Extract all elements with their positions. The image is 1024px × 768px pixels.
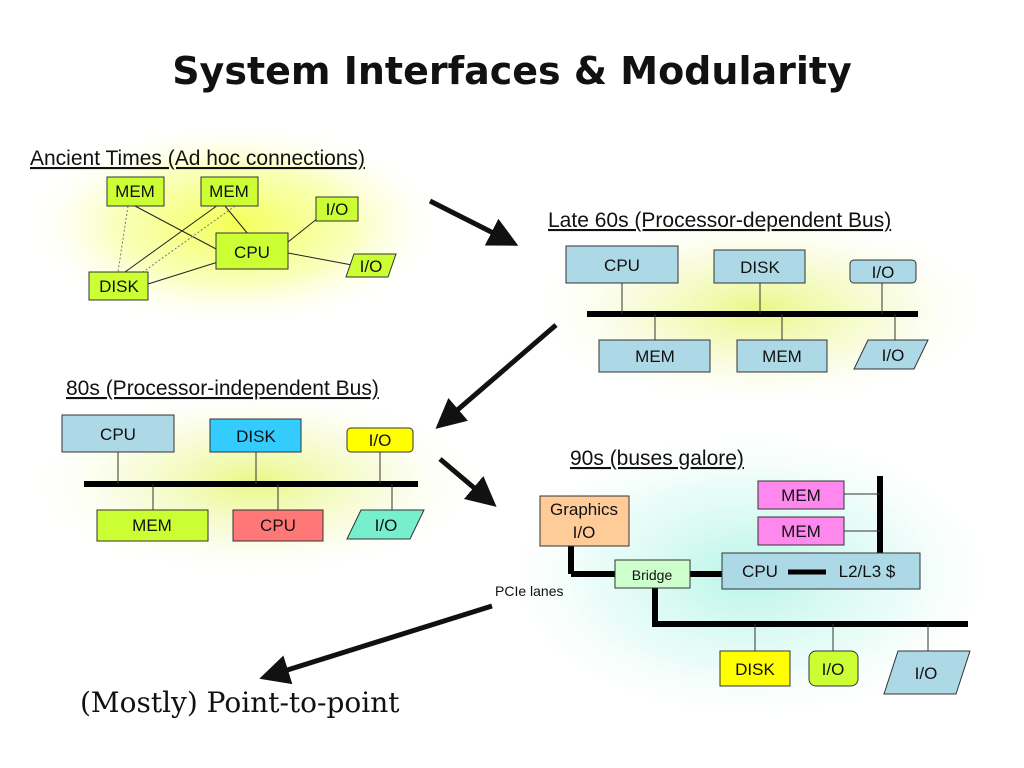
slide-title: System Interfaces & Modularity: [172, 49, 852, 93]
nineties-heading: 90s (buses galore): [570, 447, 744, 470]
eighties-disk-label: DISK: [236, 427, 276, 446]
late60s-diagram: CPU DISK I/O MEM MEM I/O: [565, 245, 929, 373]
link-mem1-disk: [117, 205, 129, 273]
nineties-mem2-box: [757, 516, 845, 546]
ancient-mem2-label: MEM: [209, 182, 249, 201]
late60s-heading: Late 60s (Processor-dependent Bus): [548, 209, 891, 232]
nineties-mem2-label: MEM: [781, 522, 821, 541]
link-mem2-disk: [124, 204, 219, 273]
link-mem1-cpu: [134, 205, 219, 251]
arrow-eighties-to-nineties: [438, 457, 497, 507]
eighties-diagram: CPU DISK I/O MEM CPU I/O: [61, 414, 425, 542]
eighties-disk-box: [209, 418, 302, 453]
point-to-point-caption: (Mostly) Point-to-point: [80, 686, 400, 719]
ancient-diagram: MEM MEM I/O CPU I/O DISK: [88, 176, 397, 301]
link-mem2-disk-dotted: [142, 205, 236, 273]
late60s-io-bottom-box: [853, 339, 929, 370]
late60s-disk-box: [713, 249, 806, 284]
late60s-cpu-label: CPU: [604, 256, 640, 275]
late60s-cpu-box: [565, 245, 679, 284]
ancient-disk-box: [88, 271, 149, 301]
late60s-mem1-label: MEM: [635, 347, 675, 366]
nineties-cpu-label: CPU: [742, 562, 778, 581]
ancient-cpu-label: CPU: [234, 243, 270, 262]
link-cpu-io2: [287, 252, 353, 266]
late60s-mem2-box: [736, 339, 828, 373]
eighties-io-bottom-label: I/O: [375, 516, 398, 535]
nineties-bridge-label: Bridge: [632, 567, 673, 583]
nineties-io2-box: [883, 650, 971, 695]
eighties-heading: 80s (Processor-independent Bus): [66, 377, 379, 400]
link-mem2-cpu: [224, 205, 249, 235]
late60s-io-bottom-label: I/O: [882, 346, 905, 365]
ancient-mem1-box: [106, 176, 165, 207]
late60s-io-top-label: I/O: [872, 263, 895, 282]
link-cpu-io1: [287, 217, 319, 243]
eighties-mem-label: MEM: [132, 516, 172, 535]
nineties-bridge-box: [614, 559, 691, 589]
ancient-heading: Ancient Times (Ad hoc connections): [30, 147, 365, 170]
nineties-cache-label: L2/L3 $: [839, 562, 896, 581]
eighties-io-top-label: I/O: [369, 431, 392, 450]
nineties-disk-label: DISK: [735, 660, 775, 679]
nineties-mem1-box: [757, 480, 845, 510]
nineties-io1-label: I/O: [822, 660, 845, 679]
late60s-disk-label: DISK: [740, 258, 780, 277]
eighties-io-top-box: [346, 427, 414, 453]
ancient-io2-box: [345, 253, 397, 278]
nineties-io2-label: I/O: [915, 664, 938, 683]
ancient-mem1-label: MEM: [115, 182, 155, 201]
nineties-graphics-label-1: Graphics: [550, 500, 618, 519]
ancient-disk-label: DISK: [99, 277, 139, 296]
ancient-io1-box: [315, 196, 359, 222]
eighties-cpu-box: [61, 414, 175, 453]
nineties-disk-box: [719, 650, 791, 687]
arrow-late60s-to-eighties: [435, 323, 558, 429]
late60s-mem2-label: MEM: [762, 347, 802, 366]
arrows: [259, 198, 558, 685]
nineties-graphics-box: [539, 495, 630, 547]
late60s-io-top-box: [849, 259, 917, 284]
ancient-io2-label: I/O: [360, 257, 383, 276]
ancient-cpu-box: [215, 232, 289, 270]
late60s-mem1-box: [598, 339, 711, 373]
eighties-cpu2-box: [232, 509, 324, 542]
ancient-mem2-box: [200, 176, 259, 207]
nineties-io1-box: [808, 650, 859, 687]
eighties-mem-box: [96, 509, 209, 542]
eighties-cpu-label: CPU: [100, 425, 136, 444]
nineties-diagram: MEM MEM Graphics I/O Bridge CPU L2/L3 $ …: [495, 476, 971, 695]
ancient-io1-label: I/O: [326, 200, 349, 219]
nineties-mem1-label: MEM: [781, 486, 821, 505]
nineties-graphics-label-2: I/O: [573, 523, 596, 542]
nineties-pcie-label: PCIe lanes: [495, 583, 563, 599]
eighties-cpu2-label: CPU: [260, 516, 296, 535]
arrow-pcie-to-p2p: [259, 603, 493, 685]
arrow-ancient-to-late60s: [428, 198, 519, 246]
eighties-io-bottom-box: [346, 509, 425, 540]
link-disk-cpu: [147, 261, 219, 285]
